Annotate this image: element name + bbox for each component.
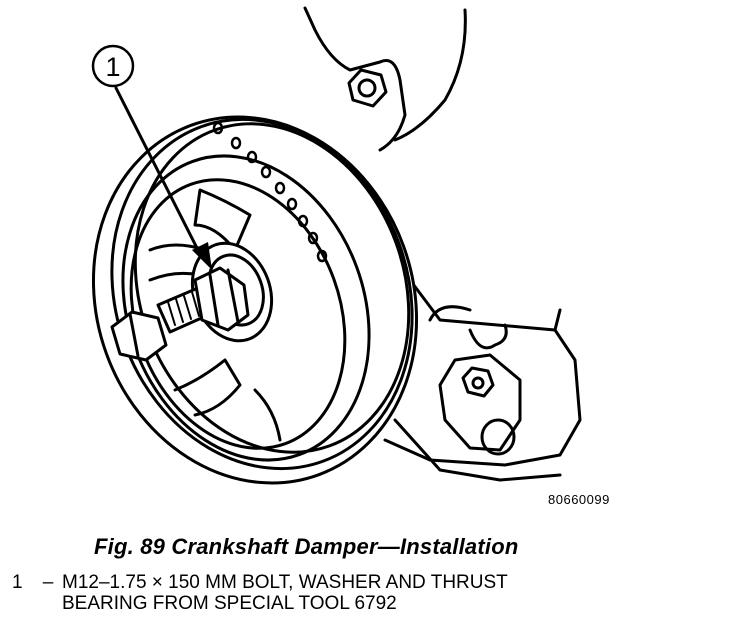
legend-item-continuation: BEARING FROM SPECIAL TOOL 6792 bbox=[12, 593, 508, 614]
figure-caption: Fig. 89 Crankshaft Damper—Installation bbox=[94, 534, 519, 559]
mounting-bracket bbox=[438, 323, 522, 456]
legend-item: 1 – M12–1.75 × 150 MM BOLT, WASHER AND T… bbox=[12, 572, 508, 593]
callout-number: 1 bbox=[105, 52, 120, 82]
damper-pulley-icon bbox=[91, 115, 419, 485]
upper-bolt-icon bbox=[347, 68, 388, 108]
arrowhead-icon bbox=[192, 242, 212, 270]
legend-dash: – bbox=[42, 572, 54, 593]
legend-text-line2: BEARING FROM SPECIAL TOOL 6792 bbox=[62, 593, 397, 614]
image-code: 80660099 bbox=[548, 492, 610, 507]
legend-text-line1: M12–1.75 × 150 MM BOLT, WASHER AND THRUS… bbox=[62, 572, 508, 593]
callout-1: 1 bbox=[91, 44, 212, 270]
legend-number: 1 bbox=[12, 572, 23, 593]
tool-bolt-icon bbox=[110, 266, 250, 362]
crankshaft-damper-illustration: 1 bbox=[91, 6, 582, 485]
legend: 1 – M12–1.75 × 150 MM BOLT, WASHER AND T… bbox=[12, 572, 508, 614]
